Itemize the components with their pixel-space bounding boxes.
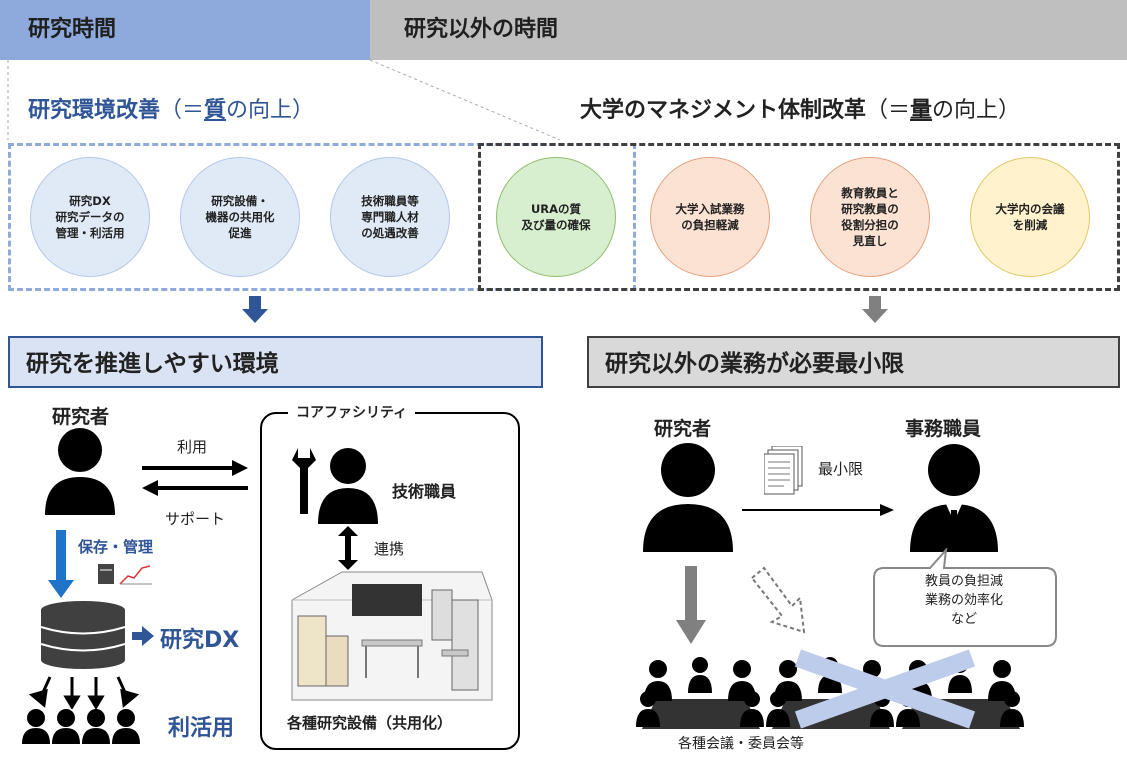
quality-subtitle: 研究環境改善（＝質の向上） — [28, 98, 315, 123]
speech-bubble-shape — [873, 548, 1057, 647]
quantity-group-box — [478, 143, 1120, 291]
admin-person-icon — [910, 444, 998, 552]
blue-down-arrow-icon — [48, 530, 74, 598]
right-arrow-icon — [742, 504, 894, 516]
right-banner: 研究以外の業務が必要最小限 — [587, 336, 1120, 388]
cross-mark-icon — [794, 649, 976, 729]
research-dx-label: 研究DX — [160, 628, 240, 653]
utilize-label: 利活用 — [168, 716, 235, 741]
meetings-label: 各種会議・委員会等 — [678, 736, 804, 752]
header-research-time: 研究時間 — [0, 0, 370, 60]
core-facility-label: コアファシリティ — [288, 402, 416, 422]
quality-group-box — [8, 143, 636, 291]
header-left-label: 研究時間 — [28, 17, 117, 42]
circle-role-sharing: 教育教員と 研究教員の 役割分担の 見直し — [810, 157, 930, 277]
server-chart-icon — [98, 564, 152, 585]
store-manage-label: 保存・管理 — [78, 538, 154, 556]
meeting-group-icon — [636, 657, 764, 729]
speech-bubble-text: 教員の負担減 業務の効率化 など — [924, 574, 1003, 627]
database-icon — [40, 601, 126, 669]
tech-staff-label: 技術職員 — [392, 482, 457, 501]
circle-ura: URAの質 及び量の確保 — [496, 157, 616, 277]
equipment-label: 各種研究設備（共用化） — [287, 714, 453, 732]
circle-entrance-exam: 大学入試業務 の負担軽減 — [650, 157, 770, 277]
researcher-label: 研究者 — [52, 406, 110, 428]
vertical-double-arrow-icon — [338, 526, 358, 570]
exchange-arrows-icon — [142, 460, 248, 496]
right-researcher-label: 研究者 — [654, 418, 712, 440]
documents-icon — [764, 446, 803, 495]
header-non-research-time: 研究以外の時間 — [370, 0, 1127, 60]
circle-research-dx: 研究DX 研究データの 管理・利活用 — [30, 157, 150, 277]
link-label: 連携 — [374, 540, 405, 558]
right-person-icon — [643, 443, 733, 552]
quantity-subtitle: 大学のマネジメント体制改革（＝量の向上） — [580, 98, 1021, 123]
right-arrow-icon — [132, 626, 154, 646]
admin-staff-label: 事務職員 — [905, 418, 982, 440]
circle-equipment-sharing: 研究設備・ 機器の共用化 促進 — [180, 157, 300, 277]
gray-down-arrow-icon — [676, 566, 706, 644]
lab-equipment-illustration — [291, 571, 493, 701]
support-label: サポート — [165, 510, 226, 528]
left-banner: 研究を推進しやすい環境 — [8, 336, 543, 388]
use-label: 利用 — [177, 438, 208, 456]
header-right-label: 研究以外の時間 — [404, 17, 559, 42]
down-arrow-icon — [862, 296, 888, 323]
down-arrow-icon — [242, 296, 268, 323]
circle-meetings: 大学内の会議 を削減 — [970, 157, 1090, 277]
person-icon — [45, 428, 115, 515]
distribution-arrows-icon — [28, 676, 140, 709]
minimum-label: 最小限 — [818, 460, 864, 478]
users-group-icon — [22, 709, 140, 744]
dashed-diagonal-arrow-icon — [750, 566, 806, 634]
tech-staff-icon — [292, 448, 378, 524]
circle-tech-staff: 技術職員等 専門職人材 の処遇改善 — [330, 157, 450, 277]
